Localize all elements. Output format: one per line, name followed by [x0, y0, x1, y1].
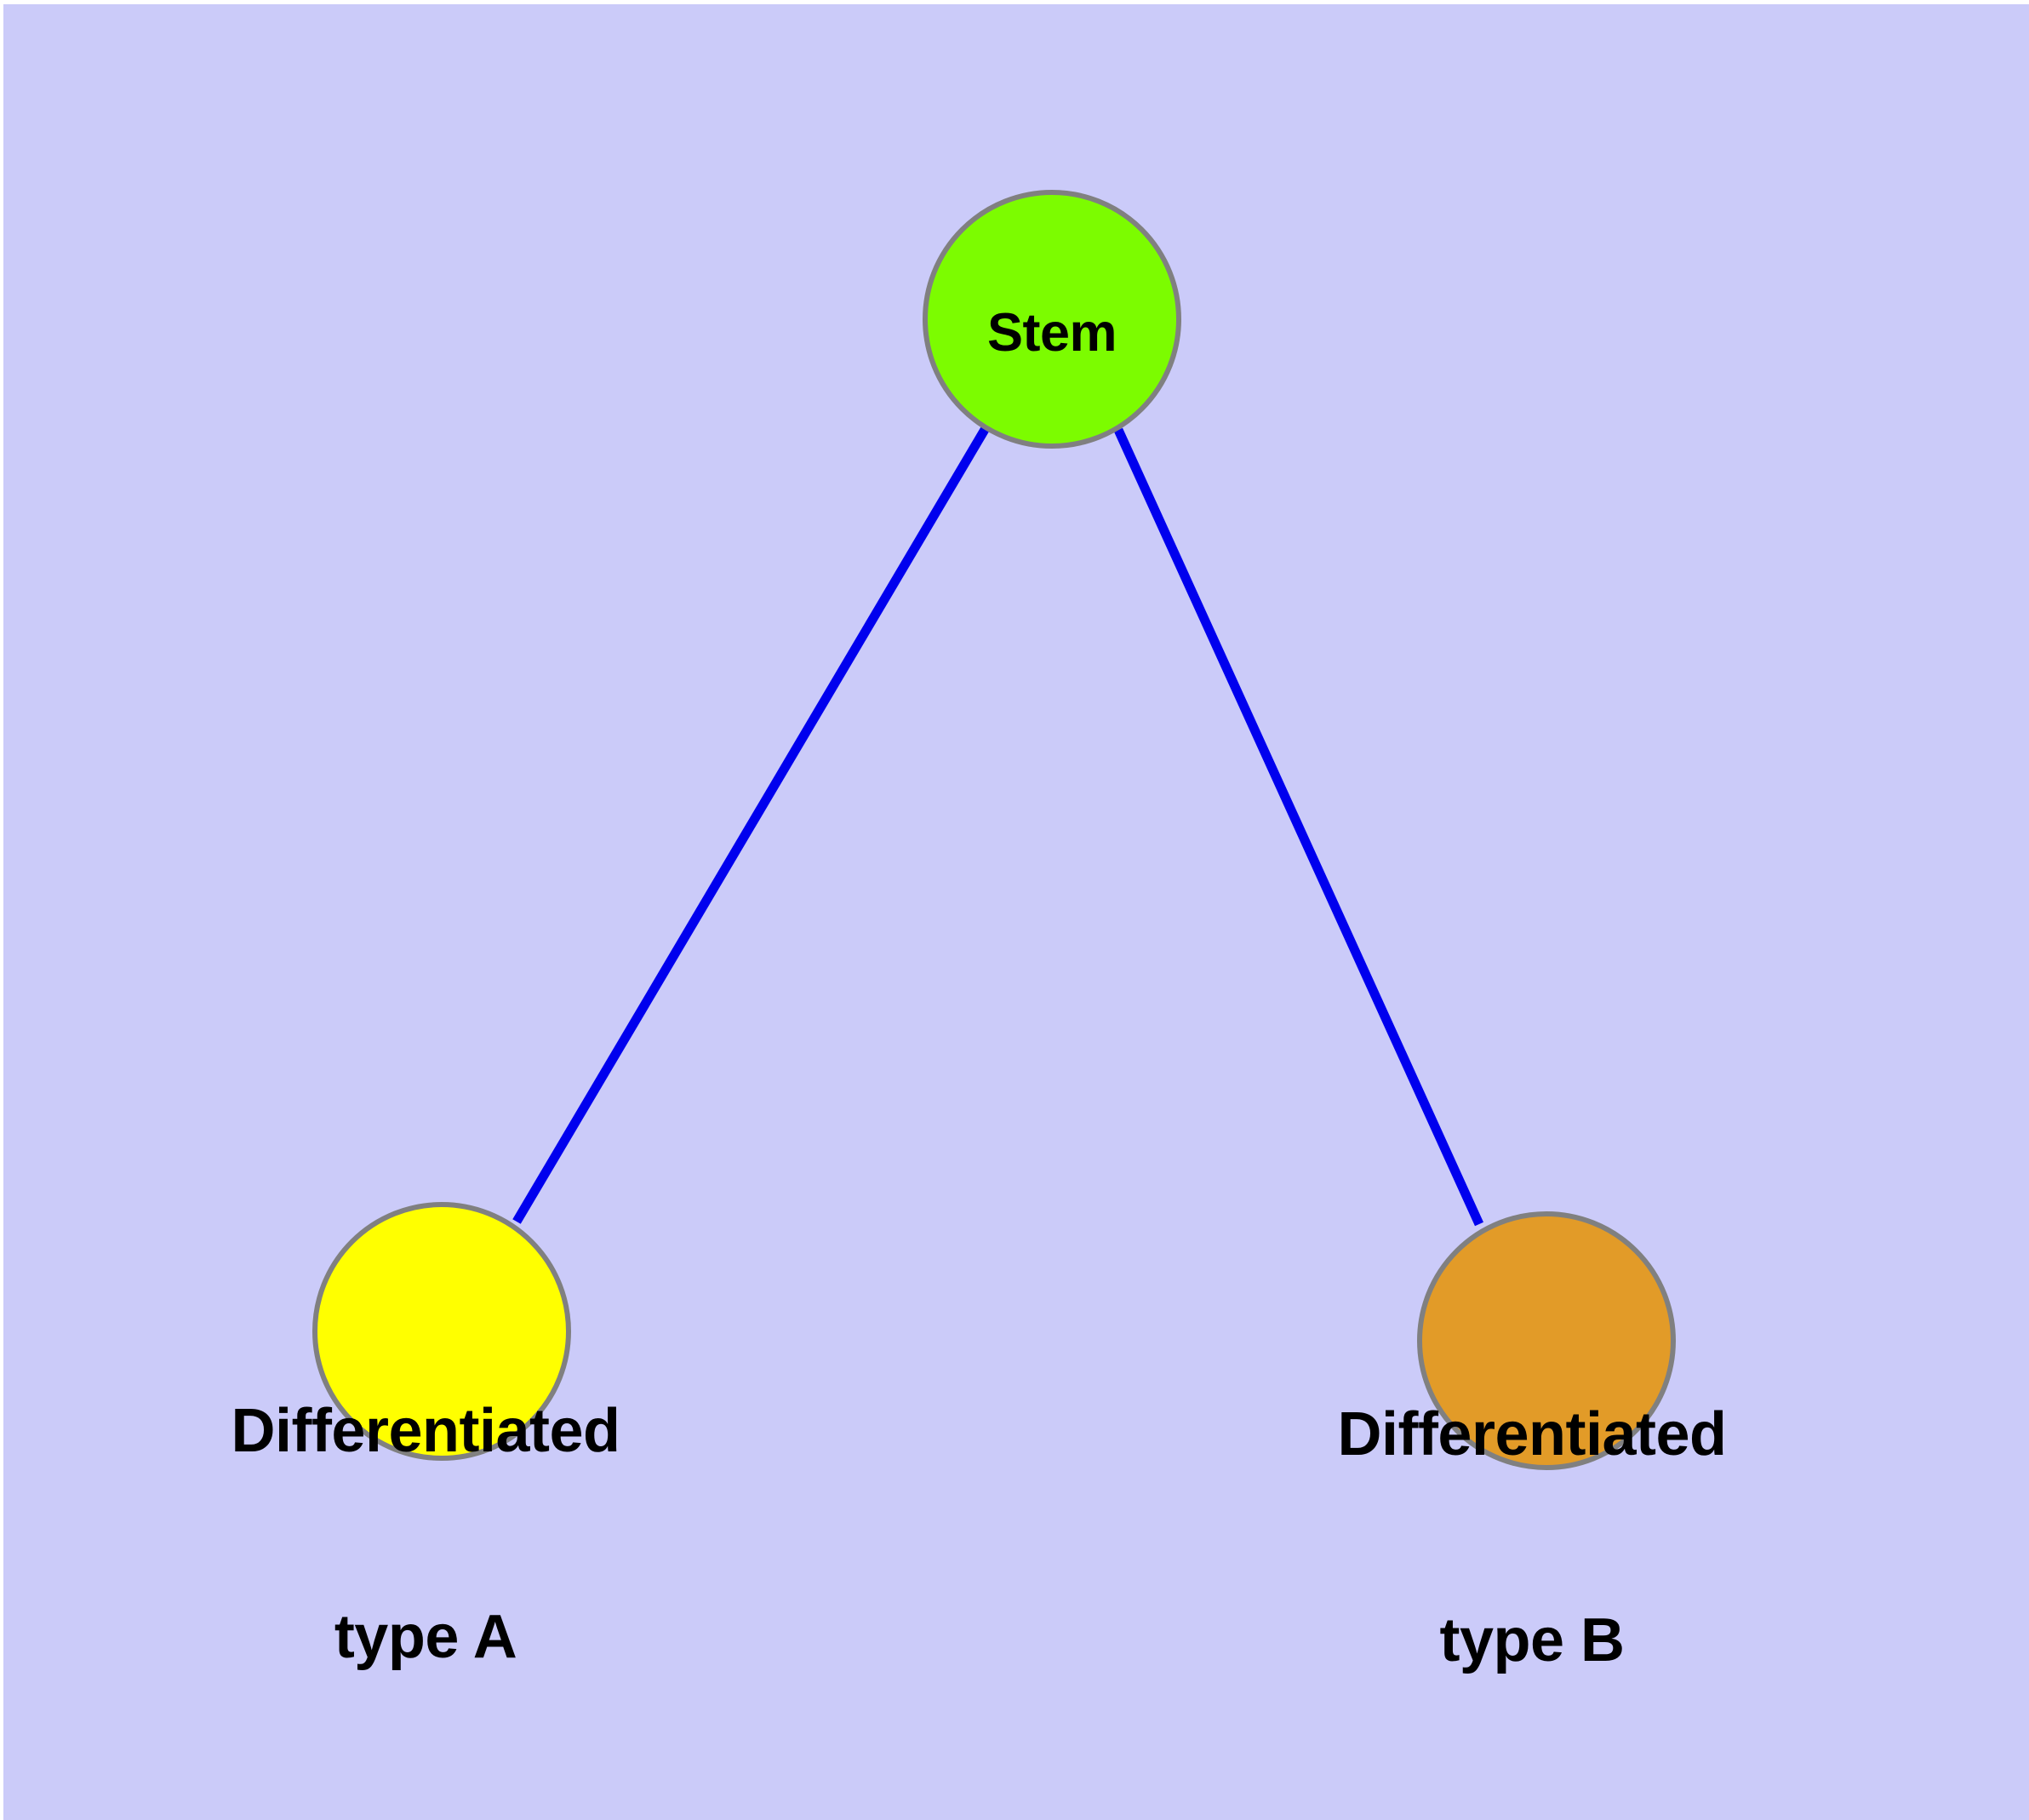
edges-group: [512, 426, 1484, 1227]
node-differentiated-type-b[interactable]: [1417, 1211, 1676, 1470]
nodes-group: [312, 190, 1676, 1470]
node-stem[interactable]: [923, 190, 1181, 449]
edge-stem-to-differentiated-type-b[interactable]: [1113, 427, 1484, 1227]
node-differentiated-type-a[interactable]: [312, 1202, 571, 1461]
edge-stem-to-differentiated-type-a[interactable]: [512, 426, 990, 1224]
